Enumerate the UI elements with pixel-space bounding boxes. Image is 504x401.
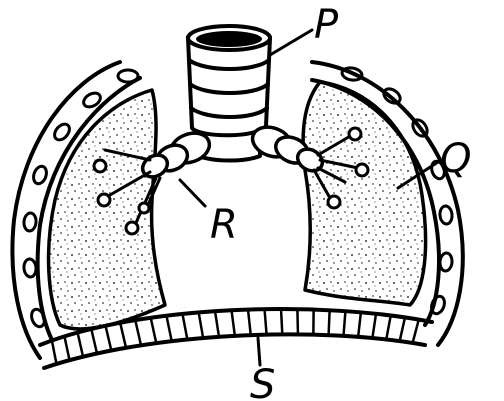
diaphragm-segment (358, 312, 361, 336)
diaphragm-segment (329, 310, 330, 335)
diaphragm-segment (281, 309, 282, 334)
label-q: Q (440, 136, 471, 182)
diaphragm-segment (52, 341, 57, 364)
label-p: P (314, 2, 339, 48)
leader-line-p (270, 30, 312, 55)
label-s: S (250, 362, 275, 401)
diaphragm-segment (344, 311, 346, 336)
diaphragm-segment (400, 317, 405, 341)
diaphragm-segment (106, 326, 112, 351)
diaphragm-segment (232, 310, 235, 336)
leader-line-r (180, 180, 205, 206)
diaphragm-segment (120, 323, 126, 348)
leader-line-s (258, 338, 260, 365)
diaphragm-segment (182, 314, 187, 340)
diaphragm-segment (78, 333, 83, 357)
diaphragm-segment (64, 336, 69, 360)
diaphragm-segment (413, 320, 419, 343)
diaphragm-segment (372, 314, 376, 338)
diaphragm-segment (265, 309, 267, 335)
diaphragm-segment (151, 318, 157, 343)
diaphragm-segment (386, 315, 390, 339)
diaphragm-segment (215, 311, 219, 337)
diaphragm-segment (91, 329, 97, 354)
diaphragm-segment (166, 316, 171, 341)
label-r: R (210, 202, 238, 248)
diaphragm-segment (248, 310, 251, 336)
diaphragm-segment (135, 320, 141, 345)
diaphragm-segment (199, 312, 203, 338)
diaphragm-segment (297, 309, 298, 334)
